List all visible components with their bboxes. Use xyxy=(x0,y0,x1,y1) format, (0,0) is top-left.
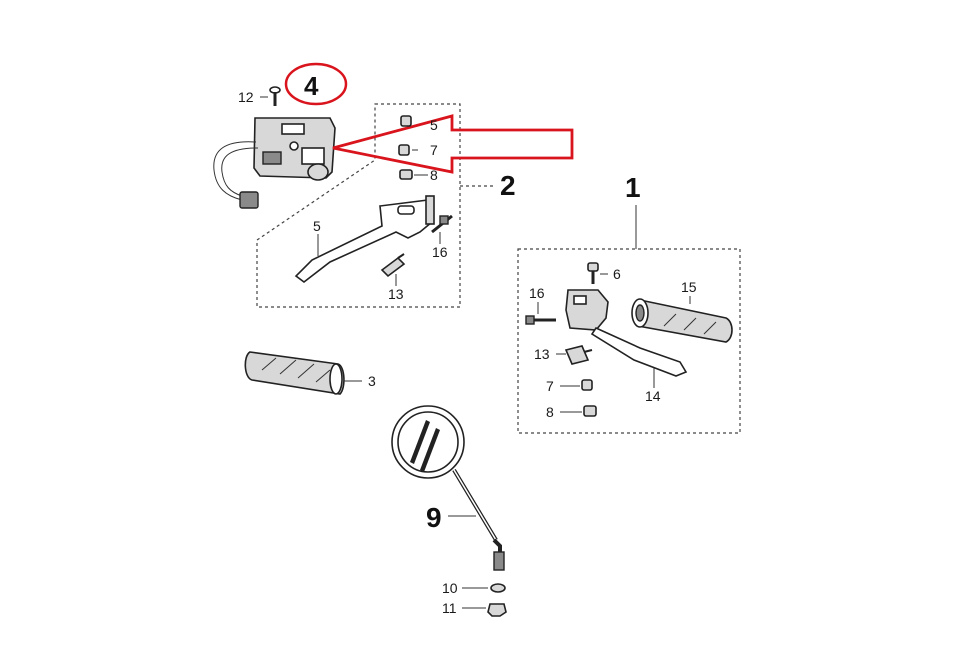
screw-part xyxy=(269,86,281,106)
grip-right xyxy=(631,298,733,343)
callout-8-left: 8 xyxy=(430,167,438,183)
callout-14: 14 xyxy=(645,388,661,404)
bolt-16-left xyxy=(431,214,453,234)
nut-11 xyxy=(487,603,507,617)
callout-2: 2 xyxy=(500,170,516,201)
part-7-right xyxy=(581,379,593,391)
callout-13-right: 13 xyxy=(534,346,550,362)
switch-13-right xyxy=(564,345,593,365)
highlight-circle xyxy=(284,62,348,106)
highlight-arrow xyxy=(332,114,574,174)
switch-housing-part xyxy=(213,117,336,209)
switch-13-left xyxy=(380,253,406,278)
callout-4: 4 xyxy=(304,71,319,101)
callout-11: 11 xyxy=(442,600,457,616)
callout-7-right: 7 xyxy=(546,378,554,394)
callout-16-right: 16 xyxy=(529,285,545,301)
callout-1: 1 xyxy=(625,172,641,203)
screw-6 xyxy=(587,262,599,284)
washer-10 xyxy=(490,583,506,593)
mirror-part xyxy=(391,405,505,571)
callout-7-left: 7 xyxy=(430,142,438,158)
callout-9: 9 xyxy=(426,502,442,533)
callout-16-left: 16 xyxy=(432,244,448,260)
callout-12: 12 xyxy=(238,89,254,105)
grip-left xyxy=(244,351,345,395)
callout-10: 10 xyxy=(442,580,458,596)
group-2-small-parts xyxy=(398,115,413,180)
group-2-outline xyxy=(256,103,461,308)
brake-lever-left xyxy=(294,195,435,284)
callout-5: 5 xyxy=(313,218,321,234)
part-8-right xyxy=(583,405,597,417)
bolt-16-right xyxy=(525,315,556,325)
callout-3: 3 xyxy=(368,373,376,389)
callout-6: 6 xyxy=(613,266,621,282)
brake-lever-right xyxy=(565,289,688,377)
group-1-outline xyxy=(517,248,741,434)
callout-8-right: 8 xyxy=(546,404,554,420)
callout-5-top: 5 xyxy=(430,117,438,133)
callout-13-left: 13 xyxy=(388,286,404,302)
callout-15: 15 xyxy=(681,279,697,295)
